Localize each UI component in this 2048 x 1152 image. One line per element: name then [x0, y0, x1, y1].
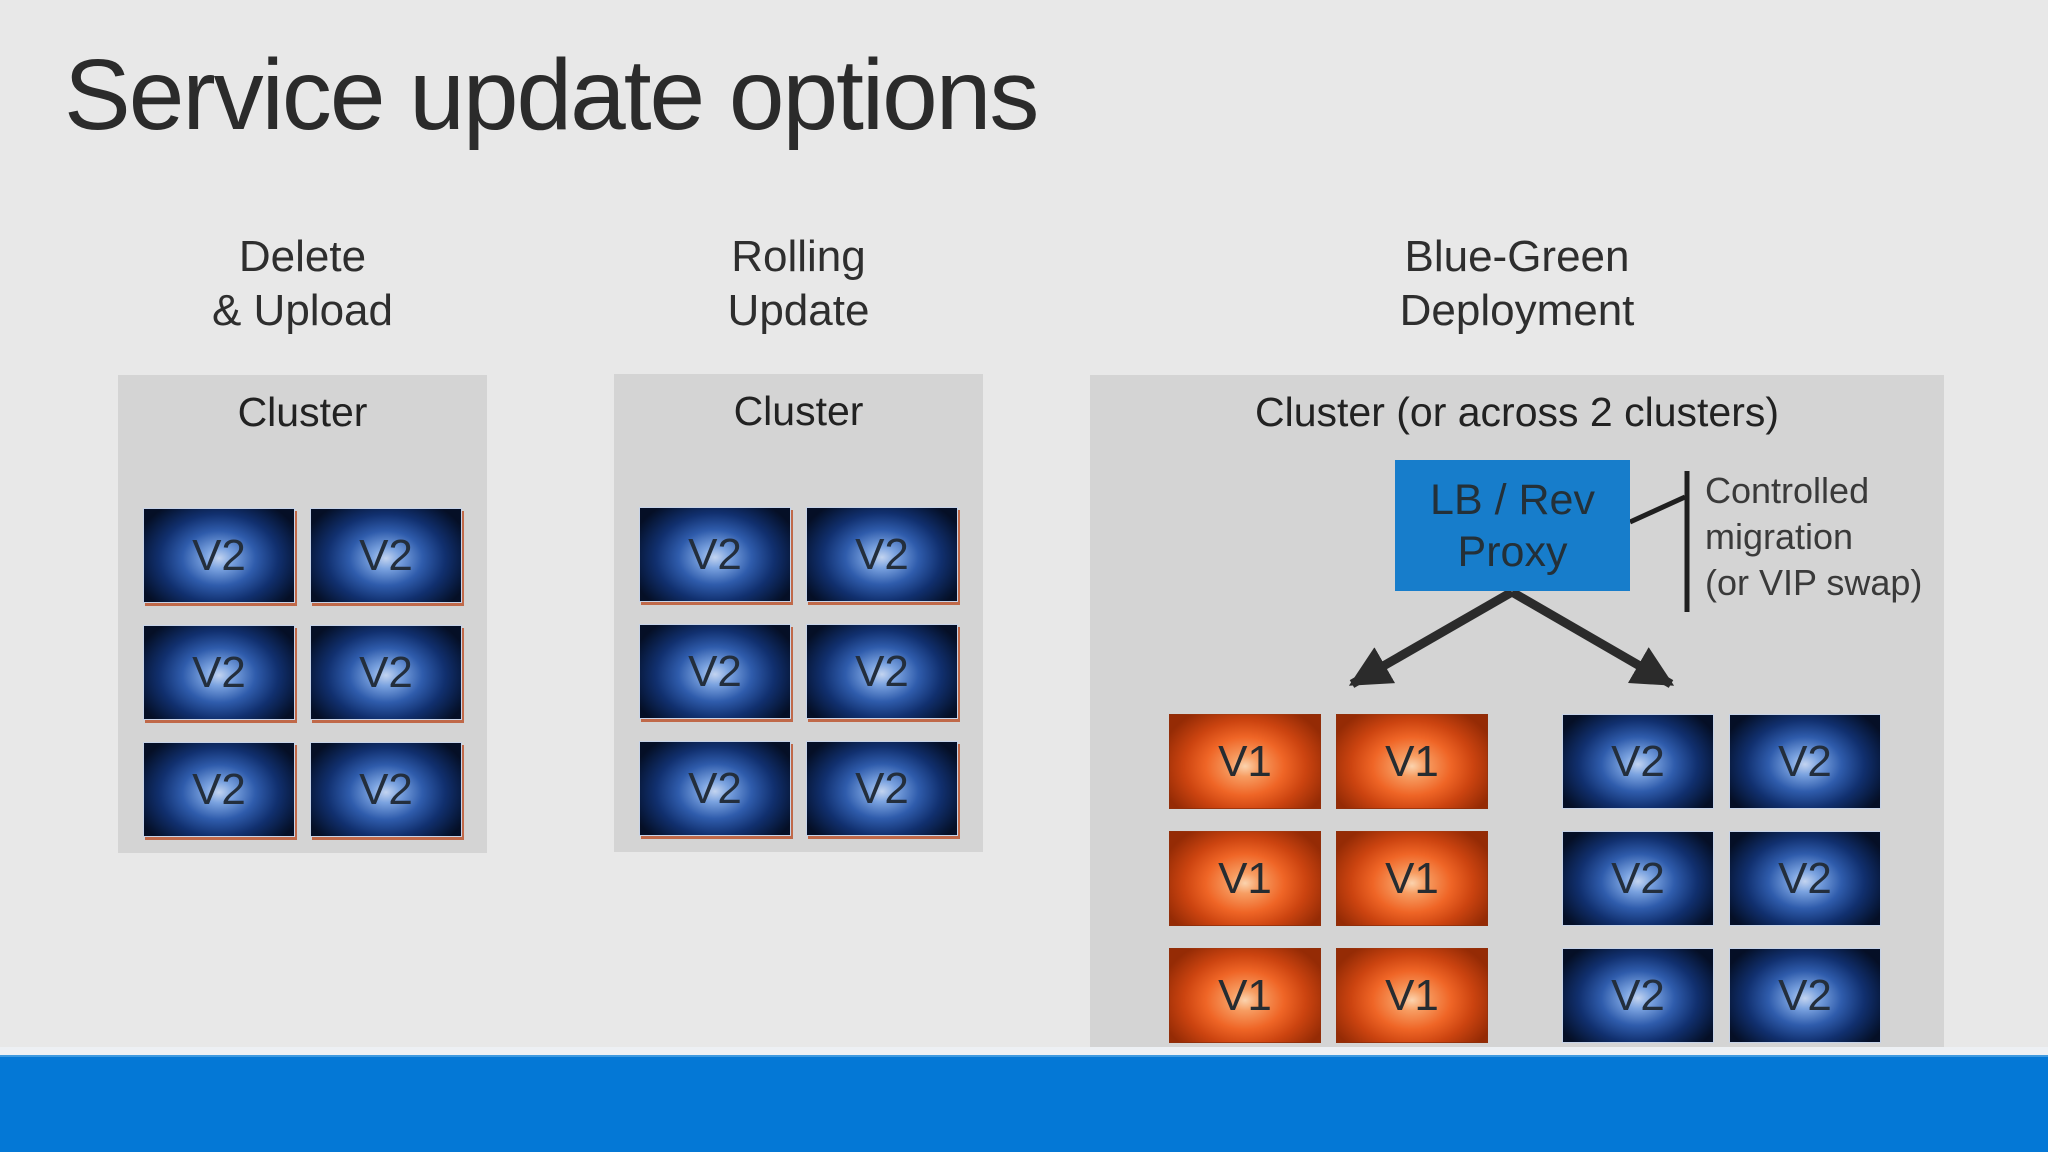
vm-tile: V2	[1562, 714, 1714, 809]
vm-tile: V2	[639, 624, 791, 719]
vm-tile: V2	[1729, 714, 1881, 809]
vm-tile: V1	[1169, 831, 1321, 926]
footer-accent-bar	[0, 1055, 2048, 1152]
vm-tile: V2	[143, 742, 295, 837]
vm-tile: V2	[1729, 831, 1881, 926]
cluster-panel-blue-green: Cluster (or across 2 clusters) LB / Rev …	[1090, 375, 1944, 1047]
vm-tile: V1	[1336, 948, 1488, 1043]
vm-tile: V2	[806, 624, 958, 719]
vm-tile: V2	[639, 741, 791, 836]
v1-tile-grid: V1 V1 V1 V1 V1 V1	[1169, 714, 1488, 1043]
footer-divider	[0, 1047, 2048, 1055]
slide-title: Service update options	[64, 39, 1039, 151]
migration-arrows	[1348, 471, 1690, 688]
cluster-label: Cluster (or across 2 clusters)	[1254, 389, 1779, 435]
column-heading-rolling-update: Rolling Update	[727, 232, 870, 335]
cluster-label: Cluster	[733, 388, 864, 434]
vm-tile: V2	[1562, 948, 1714, 1043]
vm-tile: V1	[1169, 948, 1321, 1043]
controlled-migration-note: Controlled migration (or VIP swap)	[1705, 470, 1923, 603]
cluster-label: Cluster	[237, 389, 368, 435]
cluster-panel-delete-upload: Cluster V2 V2 V2 V2 V2 V2	[118, 375, 487, 853]
vm-tile: V2	[1729, 948, 1881, 1043]
lb-rev-proxy-box: LB / Rev Proxy	[1395, 460, 1630, 591]
vm-tile: V2	[806, 507, 958, 602]
vm-tile: V1	[1336, 831, 1488, 926]
vm-tile: V2	[639, 507, 791, 602]
vm-tile: V2	[1562, 831, 1714, 926]
vm-tile: V2	[143, 508, 295, 603]
vm-tile: V1	[1336, 714, 1488, 809]
v2-tile-grid: V2 V2 V2 V2 V2 V2	[1562, 714, 1881, 1043]
vm-tile: V2	[310, 625, 462, 720]
vm-tile: V2	[310, 742, 462, 837]
vm-tile: V2	[310, 508, 462, 603]
cluster-panel-rolling-update: Cluster V2 V2 V2 V2 V2 V2	[614, 374, 983, 852]
tile-grid: V2 V2 V2 V2 V2 V2	[143, 508, 462, 837]
column-heading-blue-green: Blue-Green Deployment	[1399, 232, 1635, 335]
tile-grid: V2 V2 V2 V2 V2 V2	[639, 507, 958, 836]
vm-tile: V2	[143, 625, 295, 720]
column-heading-delete-upload: Delete & Upload	[211, 232, 393, 335]
vm-tile: V1	[1169, 714, 1321, 809]
vm-tile: V2	[806, 741, 958, 836]
